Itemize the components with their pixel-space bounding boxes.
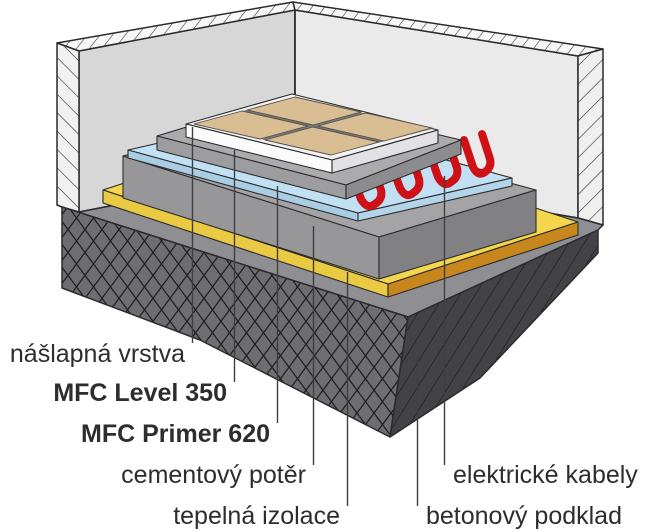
label-wear-layer: nášlapná vrstva [10,340,185,368]
primer-front-right-face [357,177,513,222]
concrete-base-front-right-face [389,229,599,438]
tile-2 [246,96,362,126]
heating-cable-loop-3 [424,138,462,189]
heating-cables [345,130,495,211]
label-level: MFC Level 350 [53,379,227,407]
wall-left-section-hatch [56,42,80,215]
leader-lines [191,127,446,506]
label-insulation: tepelná izolace [173,502,340,530]
heating-cable-loop-4 [460,130,495,178]
label-screed: cementový potěr [121,461,306,489]
insulation-front-right-face [387,221,579,298]
tile-4 [317,112,433,142]
level-front-right-face [345,139,462,200]
labels: nášlapná vrstva MFC Level 350 MFC Primer… [10,340,638,530]
label-base: betonový podklad [426,502,622,530]
screed-front-right-face [378,189,537,280]
wall-right-section-hatch [577,48,604,226]
wear-slab-front-right-face [331,129,439,174]
label-cables: elektrické kabely [453,461,638,489]
layer-wear-tiles [185,93,439,174]
label-primer: MFC Primer 620 [81,420,270,448]
tile-3 [264,126,380,156]
heating-cable-loop-1 [345,157,386,211]
heating-cable-loop-2 [385,147,424,200]
tile-1 [193,110,309,140]
